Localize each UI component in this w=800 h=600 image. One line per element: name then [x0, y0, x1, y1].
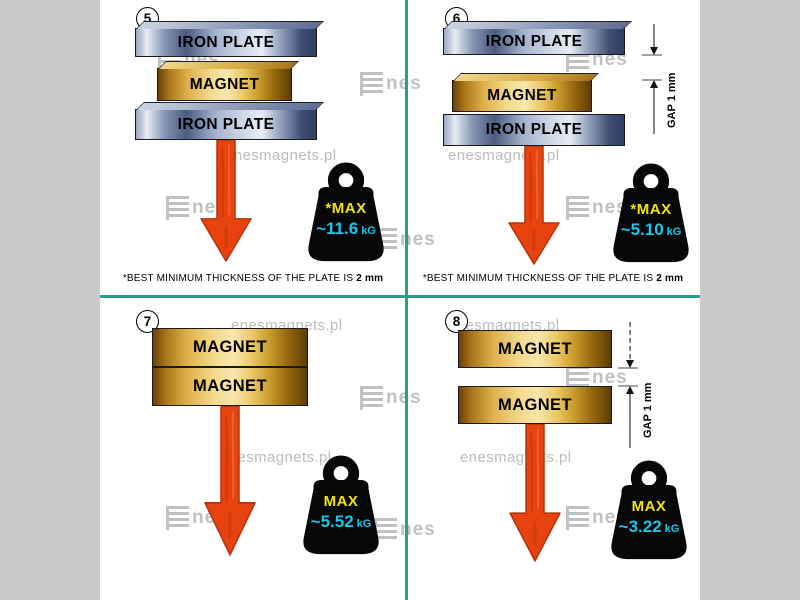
panel-6: 6 IRON PLATE MAGNET IRON PLATE GAP 1 mm …	[406, 0, 700, 296]
magnet-bar-top: MAGNET	[458, 330, 612, 368]
kettlebell-icon	[308, 162, 384, 262]
enes-logo-icon: nes	[374, 518, 436, 542]
max-label: *MAX	[630, 201, 672, 218]
force-arrow-down-icon	[204, 406, 256, 556]
panel-number-badge: 8	[445, 310, 468, 333]
kettlebell-icon	[613, 163, 689, 263]
max-label: MAX	[323, 493, 359, 510]
max-label: MAX	[631, 498, 667, 515]
gap-dimension-lines	[618, 322, 638, 448]
watermark-site-text: enesmagnets.pl	[225, 147, 337, 164]
gap-label: GAP 1 mm	[642, 382, 654, 438]
iron-plate-bar-bottom: IRON PLATE	[135, 109, 317, 140]
panel-number-badge: 7	[136, 310, 159, 333]
force-arrow-down-icon	[200, 140, 252, 262]
gap-dimension: GAP 1 mm	[618, 322, 670, 452]
footnote: *BEST MINIMUM THICKNESS OF THE PLATE IS …	[422, 273, 684, 284]
iron-plate-bar-bottom: IRON PLATE	[443, 114, 625, 146]
panel-5: 5 IRON PLATE MAGNET IRON PLATE *MAX ~11.…	[100, 0, 406, 296]
watermark-site-text: enesmagnets.pl	[448, 317, 560, 334]
divider-horizontal	[100, 295, 700, 298]
kettlebell-icon	[611, 460, 687, 560]
max-label: *MAX	[325, 200, 367, 217]
kettlebell-icon	[303, 455, 379, 555]
magnet-bar-bottom: MAGNET	[458, 386, 612, 424]
magnet-bar-bottom: MAGNET	[152, 367, 308, 406]
enes-logo-icon: nes	[566, 366, 628, 390]
force-arrow-down-icon	[508, 146, 560, 265]
enes-logo-icon: nes	[360, 386, 422, 410]
gap-label: GAP 1 mm	[666, 72, 678, 128]
enes-logo-icon: nes	[360, 72, 422, 96]
gap-dimension-lines	[642, 24, 662, 134]
force-arrow-down-icon	[509, 424, 561, 562]
iron-plate-bar-top: IRON PLATE	[443, 28, 625, 55]
magnet-bar-top: MAGNET	[152, 328, 308, 367]
divider-vertical	[405, 0, 408, 600]
enes-logo-icon: nes	[566, 196, 628, 220]
magnet-bar: MAGNET	[157, 68, 292, 101]
iron-plate-bar-top: IRON PLATE	[135, 28, 317, 57]
footnote: *BEST MINIMUM THICKNESS OF THE PLATE IS …	[122, 273, 384, 284]
gap-dimension: GAP 1 mm	[642, 24, 694, 136]
magnet-bar: MAGNET	[452, 80, 592, 112]
watermark-site-text: enesmagnets.pl	[220, 449, 332, 466]
